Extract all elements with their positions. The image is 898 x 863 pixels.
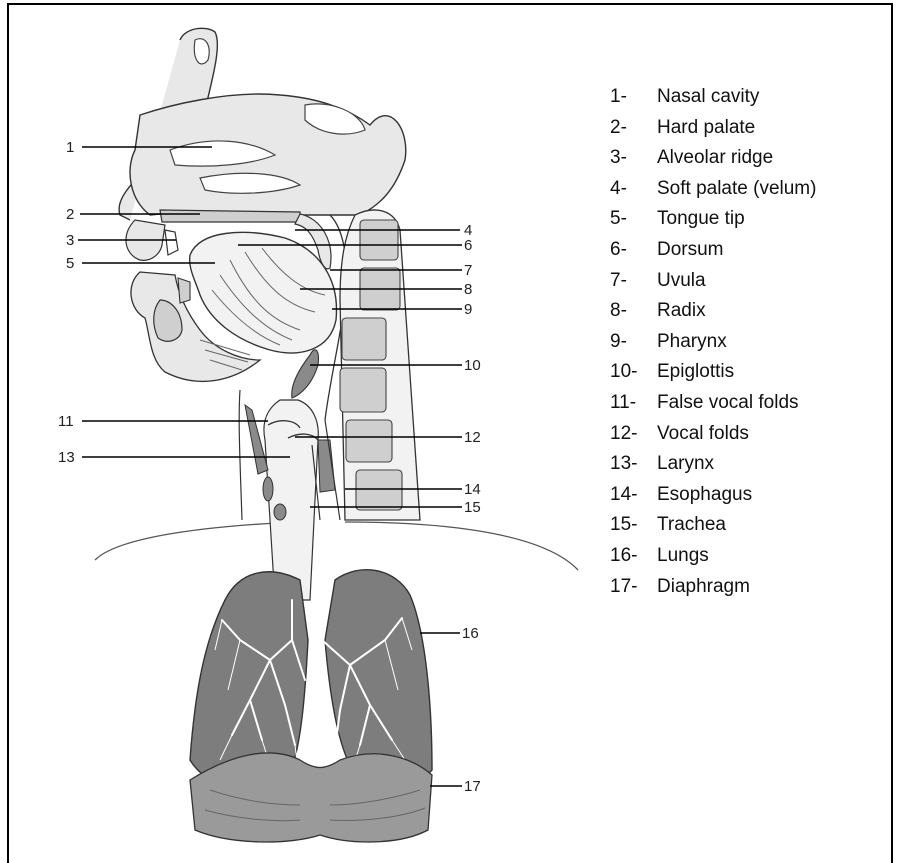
- callout-17: 17: [464, 778, 481, 795]
- legend-label: False vocal folds: [657, 392, 799, 413]
- legend-label: Dorsum: [657, 239, 724, 260]
- legend-item: 13-Larynx: [610, 453, 816, 484]
- callout-7: 7: [464, 262, 472, 279]
- legend-label: Hard palate: [657, 117, 755, 138]
- legend-label: Trachea: [657, 514, 726, 535]
- legend-item: 11-False vocal folds: [610, 392, 816, 423]
- callout-8: 8: [464, 281, 472, 298]
- legend-label: Alveolar ridge: [657, 147, 773, 168]
- legend-number: 14-: [610, 484, 657, 506]
- callout-5: 5: [66, 255, 74, 272]
- legend-number: 2-: [610, 117, 657, 139]
- legend-label: Radix: [657, 300, 706, 321]
- head-neck-section: [119, 28, 420, 600]
- legend-label: Vocal folds: [657, 423, 749, 444]
- legend-number: 15-: [610, 514, 657, 536]
- shoulder-outline: [95, 522, 578, 570]
- legend-label: Lungs: [657, 545, 709, 566]
- callout-12: 12: [464, 429, 481, 446]
- callout-15: 15: [464, 499, 481, 516]
- legend-label: Larynx: [657, 453, 714, 474]
- legend-number: 11-: [610, 392, 657, 414]
- legend-item: 8-Radix: [610, 300, 816, 331]
- legend-label: Nasal cavity: [657, 86, 759, 107]
- callout-2: 2: [66, 206, 74, 223]
- legend-number: 7-: [610, 270, 657, 292]
- legend-item: 3-Alveolar ridge: [610, 147, 816, 178]
- legend-number: 3-: [610, 147, 657, 169]
- legend-item: 2-Hard palate: [610, 117, 816, 148]
- diaphragm: [190, 753, 432, 842]
- legend-number: 16-: [610, 545, 657, 567]
- callout-16: 16: [462, 625, 479, 642]
- legend-label: Esophagus: [657, 484, 752, 505]
- legend-label: Diaphragm: [657, 576, 750, 597]
- legend-item: 4-Soft palate (velum): [610, 178, 816, 209]
- legend-item: 5-Tongue tip: [610, 208, 816, 239]
- legend-item: 10-Epiglottis: [610, 361, 816, 392]
- legend-number: 4-: [610, 178, 657, 200]
- legend-item: 14-Esophagus: [610, 484, 816, 515]
- legend-item: 17-Diaphragm: [610, 576, 816, 607]
- legend-number: 10-: [610, 361, 657, 383]
- legend-label: Tongue tip: [657, 208, 745, 229]
- callout-13: 13: [58, 449, 75, 466]
- legend-number: 6-: [610, 239, 657, 261]
- legend-item: 16-Lungs: [610, 545, 816, 576]
- legend-number: 13-: [610, 453, 657, 475]
- callout-10: 10: [464, 357, 481, 374]
- legend-label: Pharynx: [657, 331, 727, 352]
- legend-number: 8-: [610, 300, 657, 322]
- legend-label: Uvula: [657, 270, 706, 291]
- callout-9: 9: [464, 301, 472, 318]
- callout-6: 6: [464, 237, 472, 254]
- legend-number: 1-: [610, 86, 657, 108]
- legend-item: 15-Trachea: [610, 514, 816, 545]
- legend-number: 12-: [610, 423, 657, 445]
- legend-number: 17-: [610, 576, 657, 598]
- callout-3: 3: [66, 232, 74, 249]
- legend-label: Soft palate (velum): [657, 178, 816, 199]
- legend-label: Epiglottis: [657, 361, 734, 382]
- legend-number: 5-: [610, 208, 657, 230]
- legend-item: 1-Nasal cavity: [610, 86, 816, 117]
- legend-item: 9-Pharynx: [610, 331, 816, 362]
- callout-1: 1: [66, 139, 74, 156]
- legend-item: 6-Dorsum: [610, 239, 816, 270]
- legend-number: 9-: [610, 331, 657, 353]
- legend-item: 12-Vocal folds: [610, 423, 816, 454]
- legend-item: 7-Uvula: [610, 270, 816, 301]
- callout-11: 11: [58, 413, 74, 430]
- callout-14: 14: [464, 481, 481, 498]
